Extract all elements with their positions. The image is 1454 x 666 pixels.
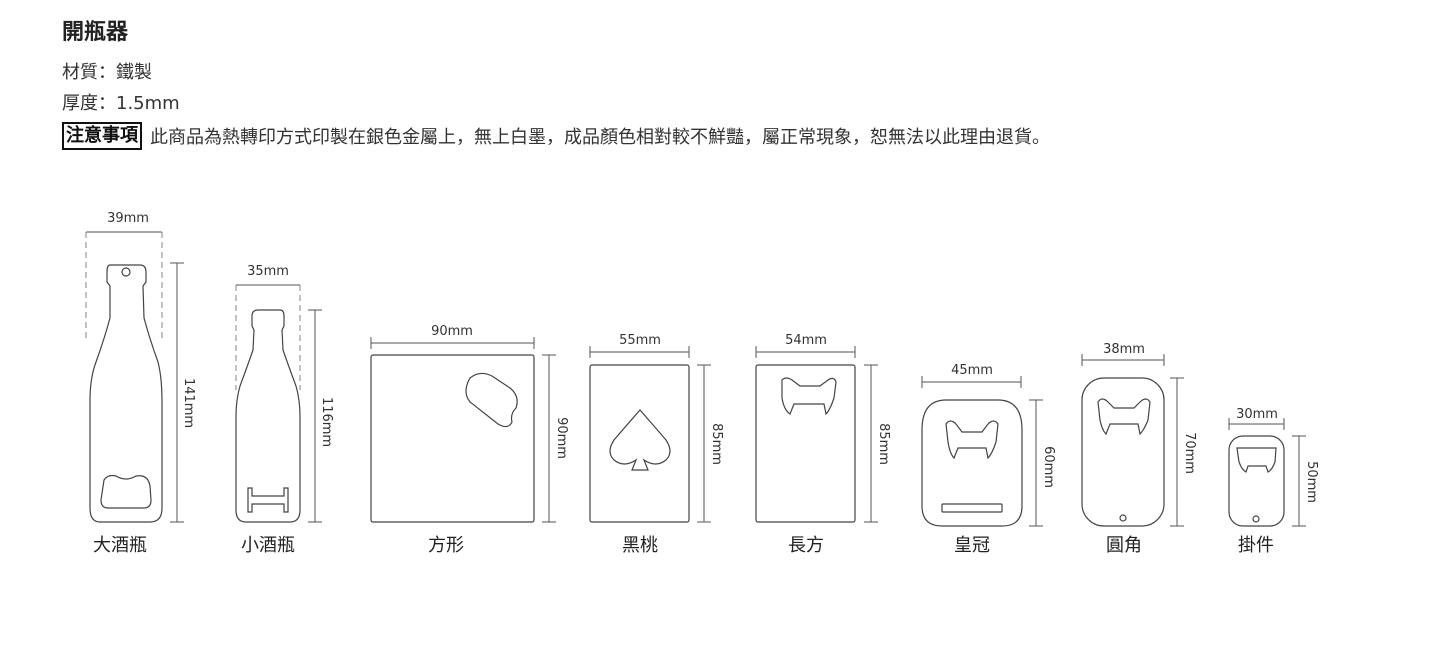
height-label-square: 90mm bbox=[554, 417, 569, 459]
opener-hole-icon bbox=[945, 420, 999, 460]
small-bottle-shape bbox=[235, 309, 301, 523]
rounded-shape bbox=[1081, 377, 1165, 527]
spade-icon bbox=[609, 409, 671, 471]
width-label-small-bottle: 35mm bbox=[247, 264, 289, 279]
big-bottle-shape bbox=[89, 264, 163, 523]
height-label-rounded: 70mm bbox=[1182, 432, 1197, 474]
height-label-spade: 85mm bbox=[709, 423, 724, 465]
opener-hole-icon bbox=[465, 372, 518, 428]
hang-hole-icon bbox=[121, 267, 131, 277]
spec-material: 材質：鐵製 bbox=[62, 62, 152, 83]
hang-hole-icon bbox=[1252, 515, 1260, 523]
notice-tag: 注意事項 bbox=[62, 122, 142, 150]
pendant-shape bbox=[1228, 435, 1285, 527]
product-spade: 55mm 85mm 黑桃 bbox=[589, 333, 724, 556]
square-shape bbox=[370, 354, 535, 523]
opener-hole-icon bbox=[247, 487, 289, 513]
width-label-crown: 45mm bbox=[951, 363, 993, 378]
spade-card-shape bbox=[589, 364, 690, 523]
width-label-spade: 55mm bbox=[619, 333, 661, 348]
caption-rectangle: 長方 bbox=[788, 535, 824, 556]
product-big-bottle: 39mm 141mm 大酒瓶 bbox=[85, 211, 196, 556]
width-label-square: 90mm bbox=[431, 324, 473, 339]
product-square: 90mm 90mm 方形 bbox=[370, 324, 569, 556]
caption-square: 方形 bbox=[428, 535, 464, 556]
page-title: 開瓶器 bbox=[62, 20, 129, 45]
caption-big-bottle: 大酒瓶 bbox=[93, 535, 147, 556]
width-label-big-bottle: 39mm bbox=[107, 211, 149, 226]
opener-hole-icon bbox=[100, 474, 152, 509]
width-label-rectangle: 54mm bbox=[785, 333, 827, 348]
caption-spade: 黑桃 bbox=[622, 535, 658, 556]
product-small-bottle: 35mm 116mm 小酒瓶 bbox=[235, 264, 334, 556]
caption-small-bottle: 小酒瓶 bbox=[241, 535, 295, 556]
opener-hole-icon bbox=[1236, 447, 1277, 473]
caption-rounded: 圓角 bbox=[1106, 535, 1142, 556]
product-rectangle: 54mm 85mm 長方 bbox=[755, 333, 891, 556]
caption-pendant: 掛件 bbox=[1238, 535, 1274, 556]
opener-hole-icon bbox=[781, 377, 837, 416]
height-label-small-bottle: 116mm bbox=[319, 397, 334, 447]
product-crown: 45mm 60mm 皇冠 bbox=[921, 363, 1056, 556]
height-label-crown: 60mm bbox=[1041, 446, 1056, 488]
height-label-rectangle: 85mm bbox=[876, 423, 891, 465]
hang-hole-icon bbox=[1119, 514, 1127, 522]
height-label-big-bottle: 141mm bbox=[181, 378, 196, 428]
spec-thickness: 厚度：1.5mm bbox=[62, 93, 180, 114]
product-rounded: 38mm 70mm 圓角 bbox=[1081, 342, 1197, 556]
crown-slot bbox=[941, 503, 1003, 513]
width-label-pendant: 30mm bbox=[1236, 407, 1278, 422]
rectangle-shape bbox=[755, 364, 856, 523]
notice-text: 此商品為熱轉印方式印製在銀色金屬上，無上白墨，成品顏色相對較不鮮豔，屬正常現象，… bbox=[150, 127, 1050, 148]
crown-shape bbox=[921, 399, 1023, 527]
notice: 注意事項 此商品為熱轉印方式印製在銀色金屬上，無上白墨，成品顏色相對較不鮮豔，屬… bbox=[62, 122, 1050, 150]
caption-crown: 皇冠 bbox=[954, 535, 990, 556]
height-label-pendant: 50mm bbox=[1304, 461, 1319, 503]
opener-hole-icon bbox=[1097, 398, 1151, 436]
product-pendant: 30mm 50mm 掛件 bbox=[1228, 407, 1319, 556]
width-label-rounded: 38mm bbox=[1103, 342, 1145, 357]
